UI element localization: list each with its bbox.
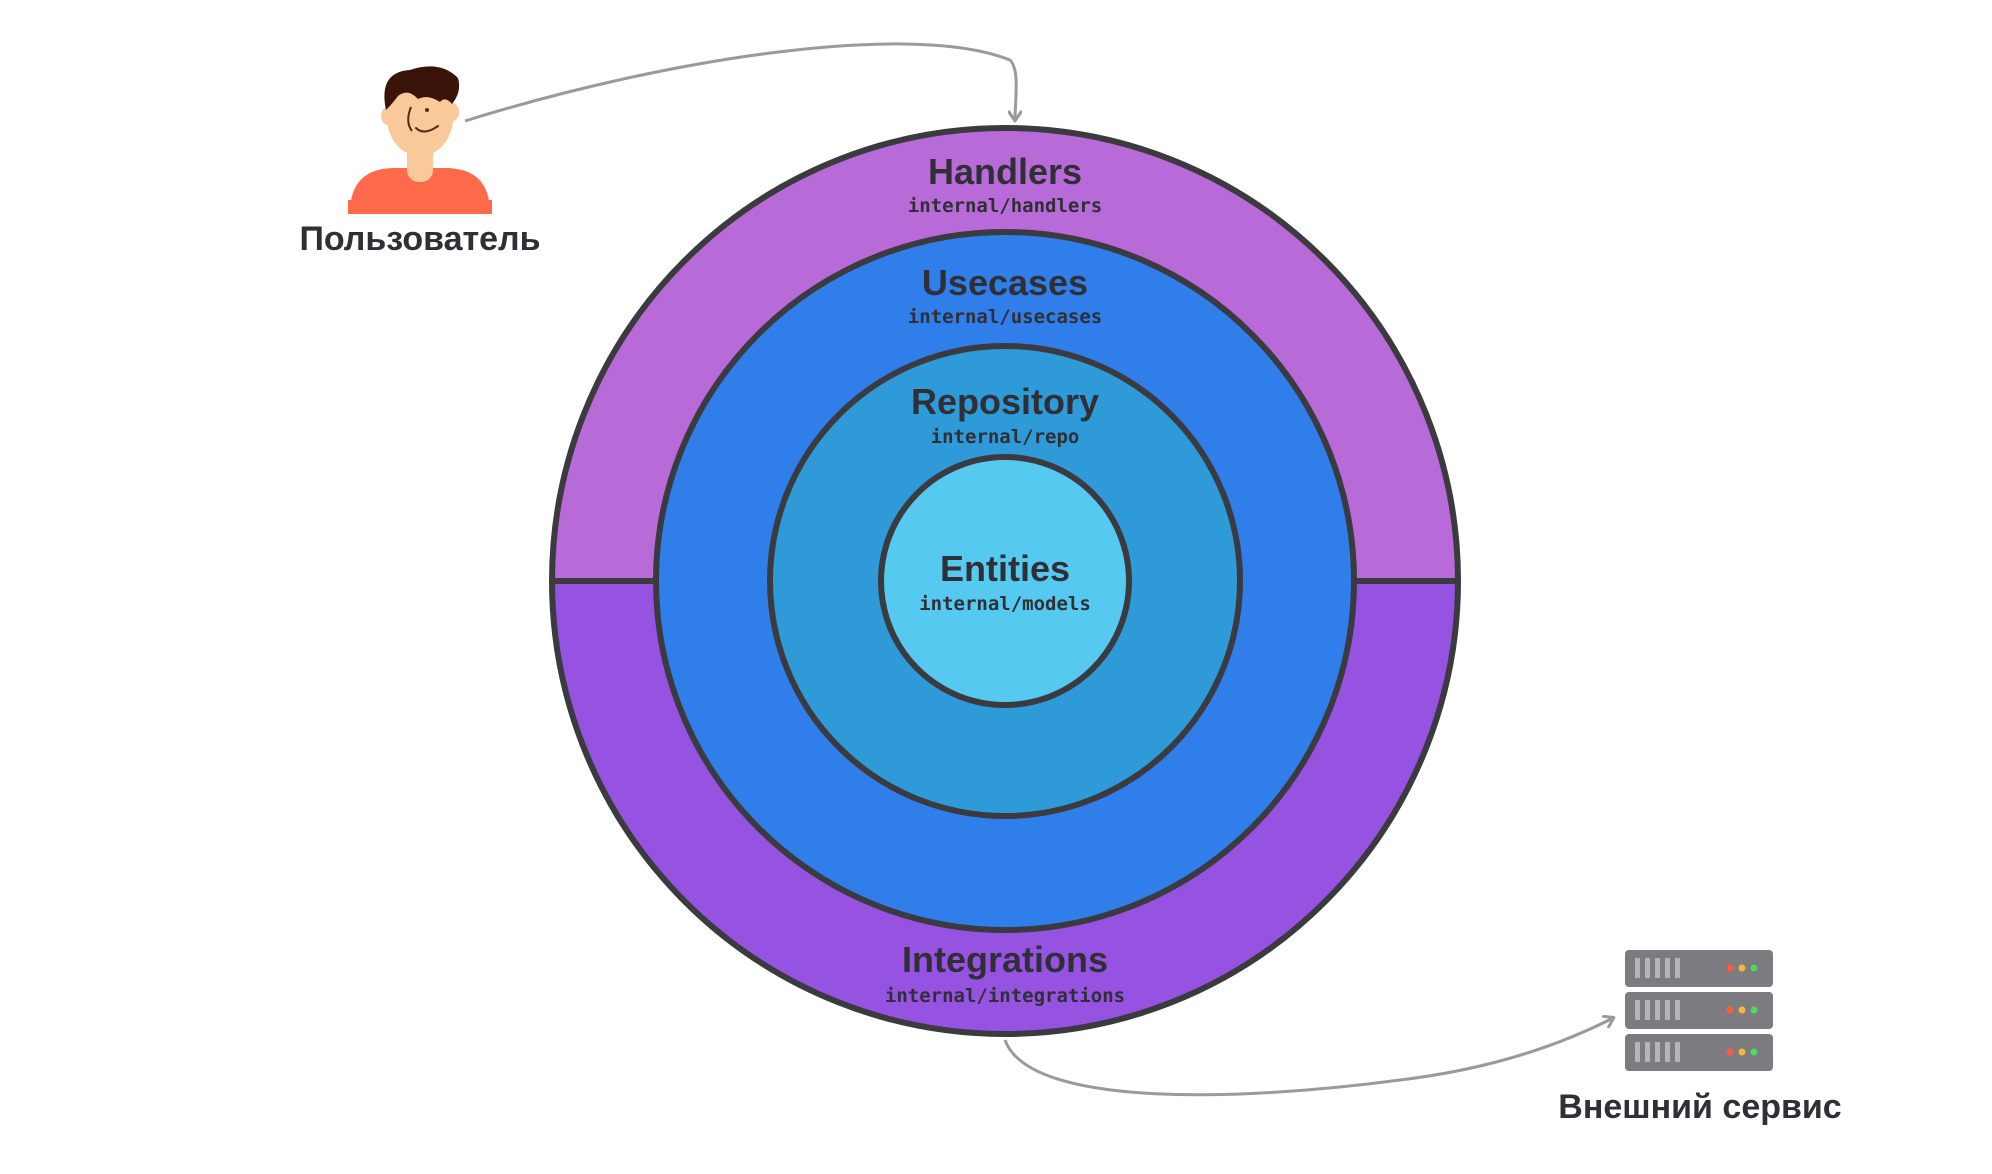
external-service-label: Внешний сервис (1558, 1088, 1841, 1126)
entities-path: internal/models (919, 593, 1091, 615)
user-avatar-icon (348, 66, 492, 214)
server-rack-icon (1625, 950, 1773, 1071)
server-unit (1625, 992, 1773, 1029)
handlers-path: internal/handlers (908, 195, 1102, 217)
usecases-title: Usecases (922, 262, 1088, 303)
entities-layer (878, 454, 1132, 708)
repository-title: Repository (911, 381, 1099, 422)
server-unit (1625, 950, 1773, 987)
server-unit (1625, 1034, 1773, 1071)
user-label: Пользователь (299, 220, 540, 258)
entities-title: Entities (940, 548, 1070, 589)
integrations-path: internal/integrations (885, 985, 1125, 1007)
usecases-path: internal/usecases (908, 306, 1102, 328)
handlers-title: Handlers (928, 151, 1082, 192)
integrations-title: Integrations (902, 939, 1108, 980)
repository-path: internal/repo (931, 426, 1080, 448)
integrations-to-external-arrow (1003, 1018, 1613, 1097)
user-to-handlers-arrow (464, 42, 1016, 121)
